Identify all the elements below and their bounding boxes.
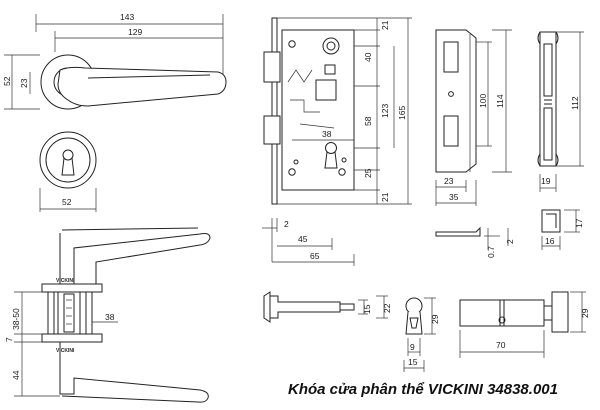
dim-123: 123	[380, 104, 390, 118]
dim-129: 129	[128, 27, 142, 37]
dim-70: 70	[496, 340, 506, 350]
dim-15-latch: 15	[362, 304, 372, 314]
dim-25: 25	[363, 168, 373, 178]
dim-2-strike: 2	[505, 239, 515, 244]
dim-65: 65	[310, 251, 320, 261]
dim-58: 58	[363, 116, 373, 126]
dim-17: 17	[574, 218, 584, 228]
dim-35: 35	[449, 192, 459, 202]
dim-29-turn: 29	[430, 314, 440, 324]
dim-45: 45	[298, 234, 308, 244]
thumb-turn: 29 9 15	[403, 297, 440, 372]
dim-23: 23	[19, 78, 29, 88]
cylinder: 29 70	[459, 291, 590, 358]
dim-15-turn: 15	[408, 357, 418, 367]
dim-100: 100	[478, 94, 488, 108]
dim-165: 165	[397, 106, 407, 120]
lock-body: 21 40 58 123 165 25 21 38 2 45 65	[262, 17, 412, 266]
dim-52-top: 52	[2, 76, 12, 86]
dim-21-bottom: 21	[380, 192, 390, 202]
dim-21-top: 21	[380, 20, 390, 30]
dim-16: 16	[545, 236, 555, 246]
dim-52-escutcheon: 52	[62, 197, 72, 207]
dim-38-side: 38	[105, 312, 115, 322]
dim-38-50: 38-50	[11, 308, 21, 330]
dim-7: 7	[4, 337, 14, 342]
product-title: Khóa cửa phân thể VICKINI 34838.001	[288, 381, 558, 398]
handle-top-view: 143 129 52 23	[2, 12, 227, 110]
handle-side-view: VICKINI VICKINI 38 38-50 7 44	[4, 227, 211, 403]
box-keeper: 112 19 17 16	[537, 31, 584, 250]
dim-114: 114	[495, 94, 505, 108]
dim-143: 143	[120, 12, 134, 22]
dim-38-backset: 38	[322, 129, 332, 139]
dim-44: 44	[11, 370, 21, 380]
brand-mark-bottom: VICKINI	[56, 348, 75, 354]
dim-2-faceplate: 2	[284, 219, 289, 229]
dim-0-7: 0.7	[486, 246, 496, 258]
latch: 15 22	[263, 291, 392, 323]
dim-29-cylinder: 29	[580, 308, 590, 318]
dim-9: 9	[410, 342, 415, 352]
strike-plate: 100 114 23 35 0.7 2	[435, 29, 515, 258]
dim-112: 112	[570, 96, 580, 110]
escutcheon: 52	[39, 131, 97, 212]
dim-22: 22	[382, 303, 392, 313]
dim-23-strike: 23	[444, 176, 454, 186]
dim-19: 19	[541, 176, 551, 186]
brand-mark-top: VICKINI	[56, 278, 75, 284]
dim-40: 40	[363, 52, 373, 62]
